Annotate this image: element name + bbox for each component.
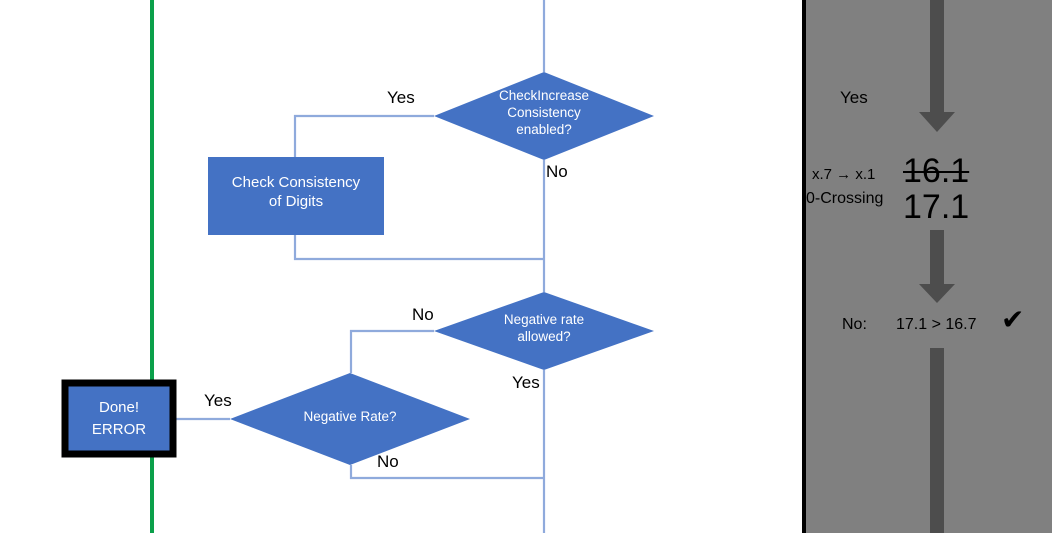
edge-label-check-increase-no: No [546, 162, 568, 181]
edge-label-negative-rate-no: No [377, 452, 399, 471]
box-check-consistency-label: Check Consistency of Digits [231, 174, 361, 210]
box-check-consistency-shape[interactable] [208, 157, 384, 235]
panel-no-label: No: [842, 316, 867, 333]
edge-label-negative-allowed-yes: Yes [512, 373, 540, 392]
edge-negative-allowed-no [349, 329, 434, 373]
edge-negative-rate-no [349, 465, 544, 480]
diamond-check-increase-shape[interactable] [434, 72, 654, 160]
box-done-error-shape[interactable] [61, 379, 177, 458]
diamond-negative-rate-allowed-label: Negative rate allowed? [503, 312, 585, 344]
box-check-consistency[interactable]: Check Consistency of Digits [208, 157, 384, 235]
panel-transition-label: x.7 → x.1 [812, 166, 876, 183]
panel-comparison-label: 17.1 > 16.7 [896, 316, 977, 333]
panel-value-new: 17.1 [903, 188, 970, 226]
diamond-negative-rate-label: Negative Rate? [303, 409, 397, 424]
edge-check-consistency-return [293, 235, 544, 261]
diamond-negative-rate-shape[interactable] [230, 373, 470, 465]
box-done-error-label: Done! ERROR [91, 399, 147, 438]
panel-value-old: 16.1 [903, 152, 970, 190]
down-arrow-middle [919, 230, 955, 303]
diamond-negative-rate-allowed-shape[interactable] [434, 292, 654, 370]
panel-zero-crossing-label: 0-Crossing [806, 190, 884, 207]
edge-label-check-increase-yes: Yes [387, 88, 415, 107]
flowchart-connectors [61, 0, 654, 533]
diamond-check-increase-label: CheckIncrease Consistency enabled? [498, 88, 590, 137]
edge-label-negative-allowed-no: No [412, 305, 434, 324]
down-arrow-top [919, 0, 955, 132]
panel-arrows [919, 0, 955, 533]
diamond-negative-rate[interactable]: Negative Rate? [230, 373, 470, 465]
down-arrow-bottom [930, 348, 944, 533]
diamond-check-increase[interactable]: CheckIncrease Consistency enabled? [434, 72, 654, 160]
diamond-negative-rate-allowed[interactable]: Negative rate allowed? [434, 292, 654, 370]
box-done-error[interactable]: Done! ERROR [65, 383, 173, 454]
edge-check-increase-yes [293, 114, 434, 157]
check-mark-icon: ✔ [1001, 304, 1025, 335]
annotation-panel: Yes x.7 → x.1 0-Crossing 16.1 17.1 No: 1… [802, 0, 1052, 533]
edge-label-done-yes: Yes [204, 391, 232, 410]
panel-yes-label: Yes [840, 88, 868, 107]
